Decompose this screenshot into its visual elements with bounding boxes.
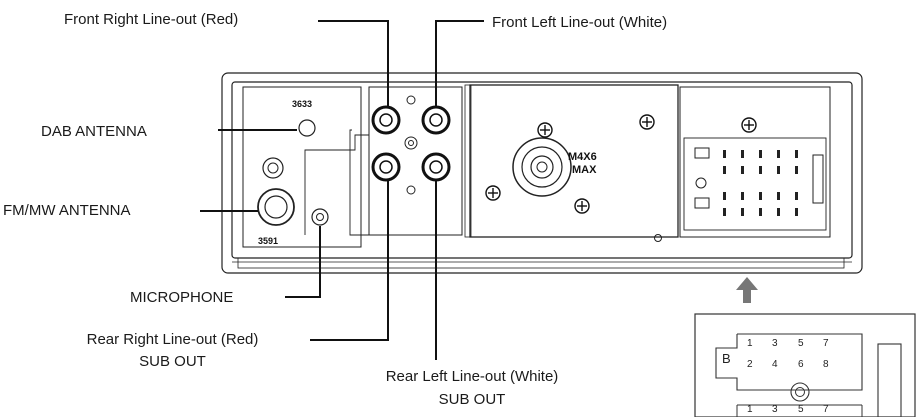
rca-rear-left-jack xyxy=(421,152,451,182)
leader-microphone xyxy=(285,226,321,298)
label-rear-left-line1: Rear Left Line-out (White) xyxy=(385,368,559,385)
fm-mw-antenna-socket xyxy=(257,188,295,226)
label-microphone: MICROPHONE xyxy=(130,289,234,306)
code-3591: 3591 xyxy=(258,236,279,246)
pin-label: 1 xyxy=(747,338,753,349)
pin-label: 1 xyxy=(747,404,753,415)
center-plate xyxy=(469,84,679,238)
pin-label: 3 xyxy=(772,338,778,349)
label-rear-right: Rear Right Line-out (Red) SUB OUT xyxy=(50,331,295,370)
rca-front-left-jack xyxy=(421,105,451,135)
screw-spec-line1: M4X6 xyxy=(568,151,597,163)
pin-label: 2 xyxy=(747,359,753,370)
pin-label: 4 xyxy=(772,359,778,370)
pin-label: 5 xyxy=(798,404,804,415)
pin-label: 3 xyxy=(772,404,778,415)
arrow-up-icon xyxy=(736,277,758,303)
leader-front-left xyxy=(435,20,484,107)
connector-block-letter: B xyxy=(722,351,731,366)
label-rear-left: Rear Left Line-out (White) SUB OUT xyxy=(352,368,592,408)
screw-icon xyxy=(574,198,590,214)
chassis-bottom-strip xyxy=(237,257,845,269)
label-rear-right-line1: Rear Right Line-out (Red) xyxy=(86,331,259,348)
pin-label: 6 xyxy=(798,359,804,370)
iso-connector-plate xyxy=(679,86,831,238)
left-antenna-panel xyxy=(242,86,362,248)
label-front-right: Front Right Line-out (Red) xyxy=(64,11,239,28)
label-fm-mw-antenna: FM/MW ANTENNA xyxy=(3,202,131,219)
pin-label: 7 xyxy=(823,338,829,349)
rca-block xyxy=(368,86,463,236)
screw-icon xyxy=(741,117,757,133)
leader-rear-right xyxy=(310,180,389,341)
microphone-jack xyxy=(311,208,329,226)
pin-label: 8 xyxy=(823,359,829,370)
rca-rear-right-jack xyxy=(371,152,401,182)
iso-connector-pins xyxy=(694,147,824,209)
label-rear-right-line2: SUB OUT xyxy=(139,353,206,370)
label-rear-left-line2: SUB OUT xyxy=(438,391,506,408)
aux-round-jack xyxy=(262,157,284,179)
pin-label: 5 xyxy=(798,338,804,349)
rca-front-right-jack xyxy=(371,105,401,135)
screw-icon xyxy=(639,114,655,130)
label-front-left: Front Left Line-out (White) xyxy=(492,14,668,31)
chassis-outer xyxy=(221,72,863,274)
center-round-connector xyxy=(512,137,572,197)
screw-spec-line2: MAX xyxy=(572,164,597,176)
label-dab-antenna: DAB ANTENNA xyxy=(41,123,147,140)
leader-front-right xyxy=(318,20,389,107)
pin-label: 7 xyxy=(823,404,829,415)
screw-icon xyxy=(485,185,501,201)
connector-detail-box xyxy=(694,313,916,417)
screw-icon xyxy=(537,122,553,138)
code-3633: 3633 xyxy=(292,99,313,109)
dab-antenna-socket xyxy=(298,119,316,137)
